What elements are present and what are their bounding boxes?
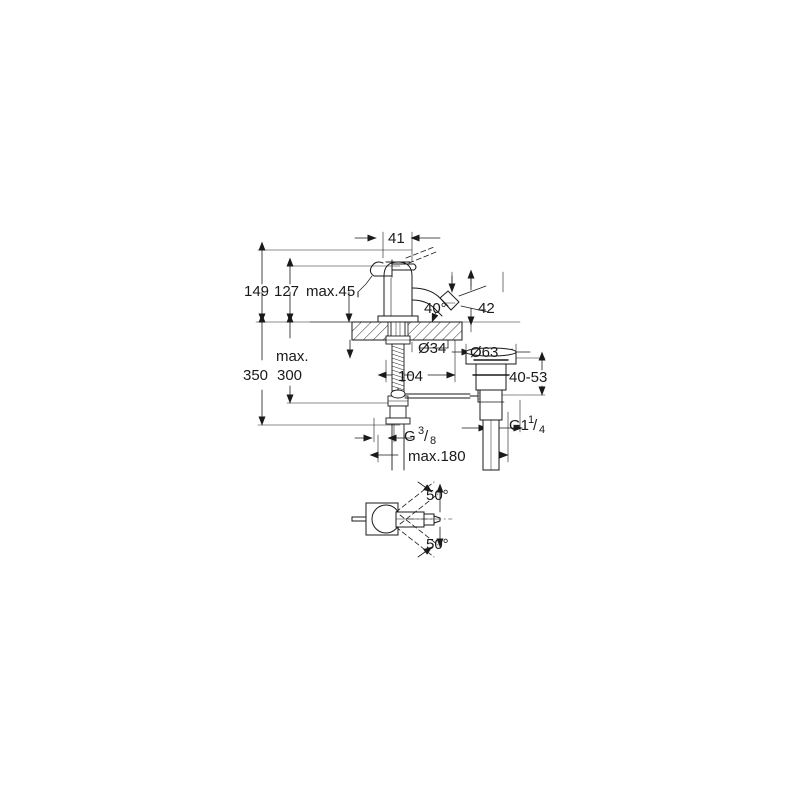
label-max-prefix: max. <box>276 348 309 365</box>
label-range-40-53: 40-53 <box>509 369 547 386</box>
svg-text:1: 1 <box>528 414 534 426</box>
svg-text:/: / <box>533 417 538 434</box>
label-max-45: max.45 <box>306 283 355 300</box>
spout-swivel-indicator <box>431 285 489 323</box>
plan-view-angle-arrows <box>407 481 453 558</box>
spout <box>411 287 460 317</box>
label-max-300: 300 <box>277 367 302 384</box>
svg-text:3: 3 <box>418 425 424 437</box>
label-width-41: 41 <box>388 230 405 247</box>
lever-handle <box>357 259 417 298</box>
faucet-body <box>383 261 413 323</box>
mounting-shank <box>385 321 411 397</box>
label-max-180: max.180 <box>408 448 466 465</box>
svg-text:G: G <box>404 428 416 445</box>
label-depth-350: 350 <box>243 367 268 384</box>
svg-text:/: / <box>424 428 429 445</box>
svg-text:8: 8 <box>430 435 436 447</box>
svg-text:G1: G1 <box>509 417 529 434</box>
pop-up-waste <box>465 347 517 471</box>
handle-alternate-position <box>405 246 437 264</box>
label-angle-40: 40° <box>424 300 447 317</box>
dimension-diameter-34-leader <box>419 339 449 349</box>
label-shank-104: 104 <box>398 368 423 385</box>
label-swivel-upper-50: 50° <box>426 487 449 504</box>
svg-text:4: 4 <box>539 424 545 436</box>
label-offset-42: 42 <box>478 300 495 317</box>
label-thread-g38: G 3 / 8 <box>404 425 436 447</box>
label-swivel-lower-50: 50° <box>426 536 449 553</box>
faucet-base <box>377 315 419 323</box>
label-diameter-63: Ø63 <box>470 344 498 361</box>
label-diameter-34: Ø34 <box>418 340 446 357</box>
label-thread-g114: G1 1 / 4 <box>509 414 545 436</box>
label-height-149: 149 <box>244 283 269 300</box>
label-height-127: 127 <box>274 283 299 300</box>
plan-view-swivel <box>351 502 441 536</box>
